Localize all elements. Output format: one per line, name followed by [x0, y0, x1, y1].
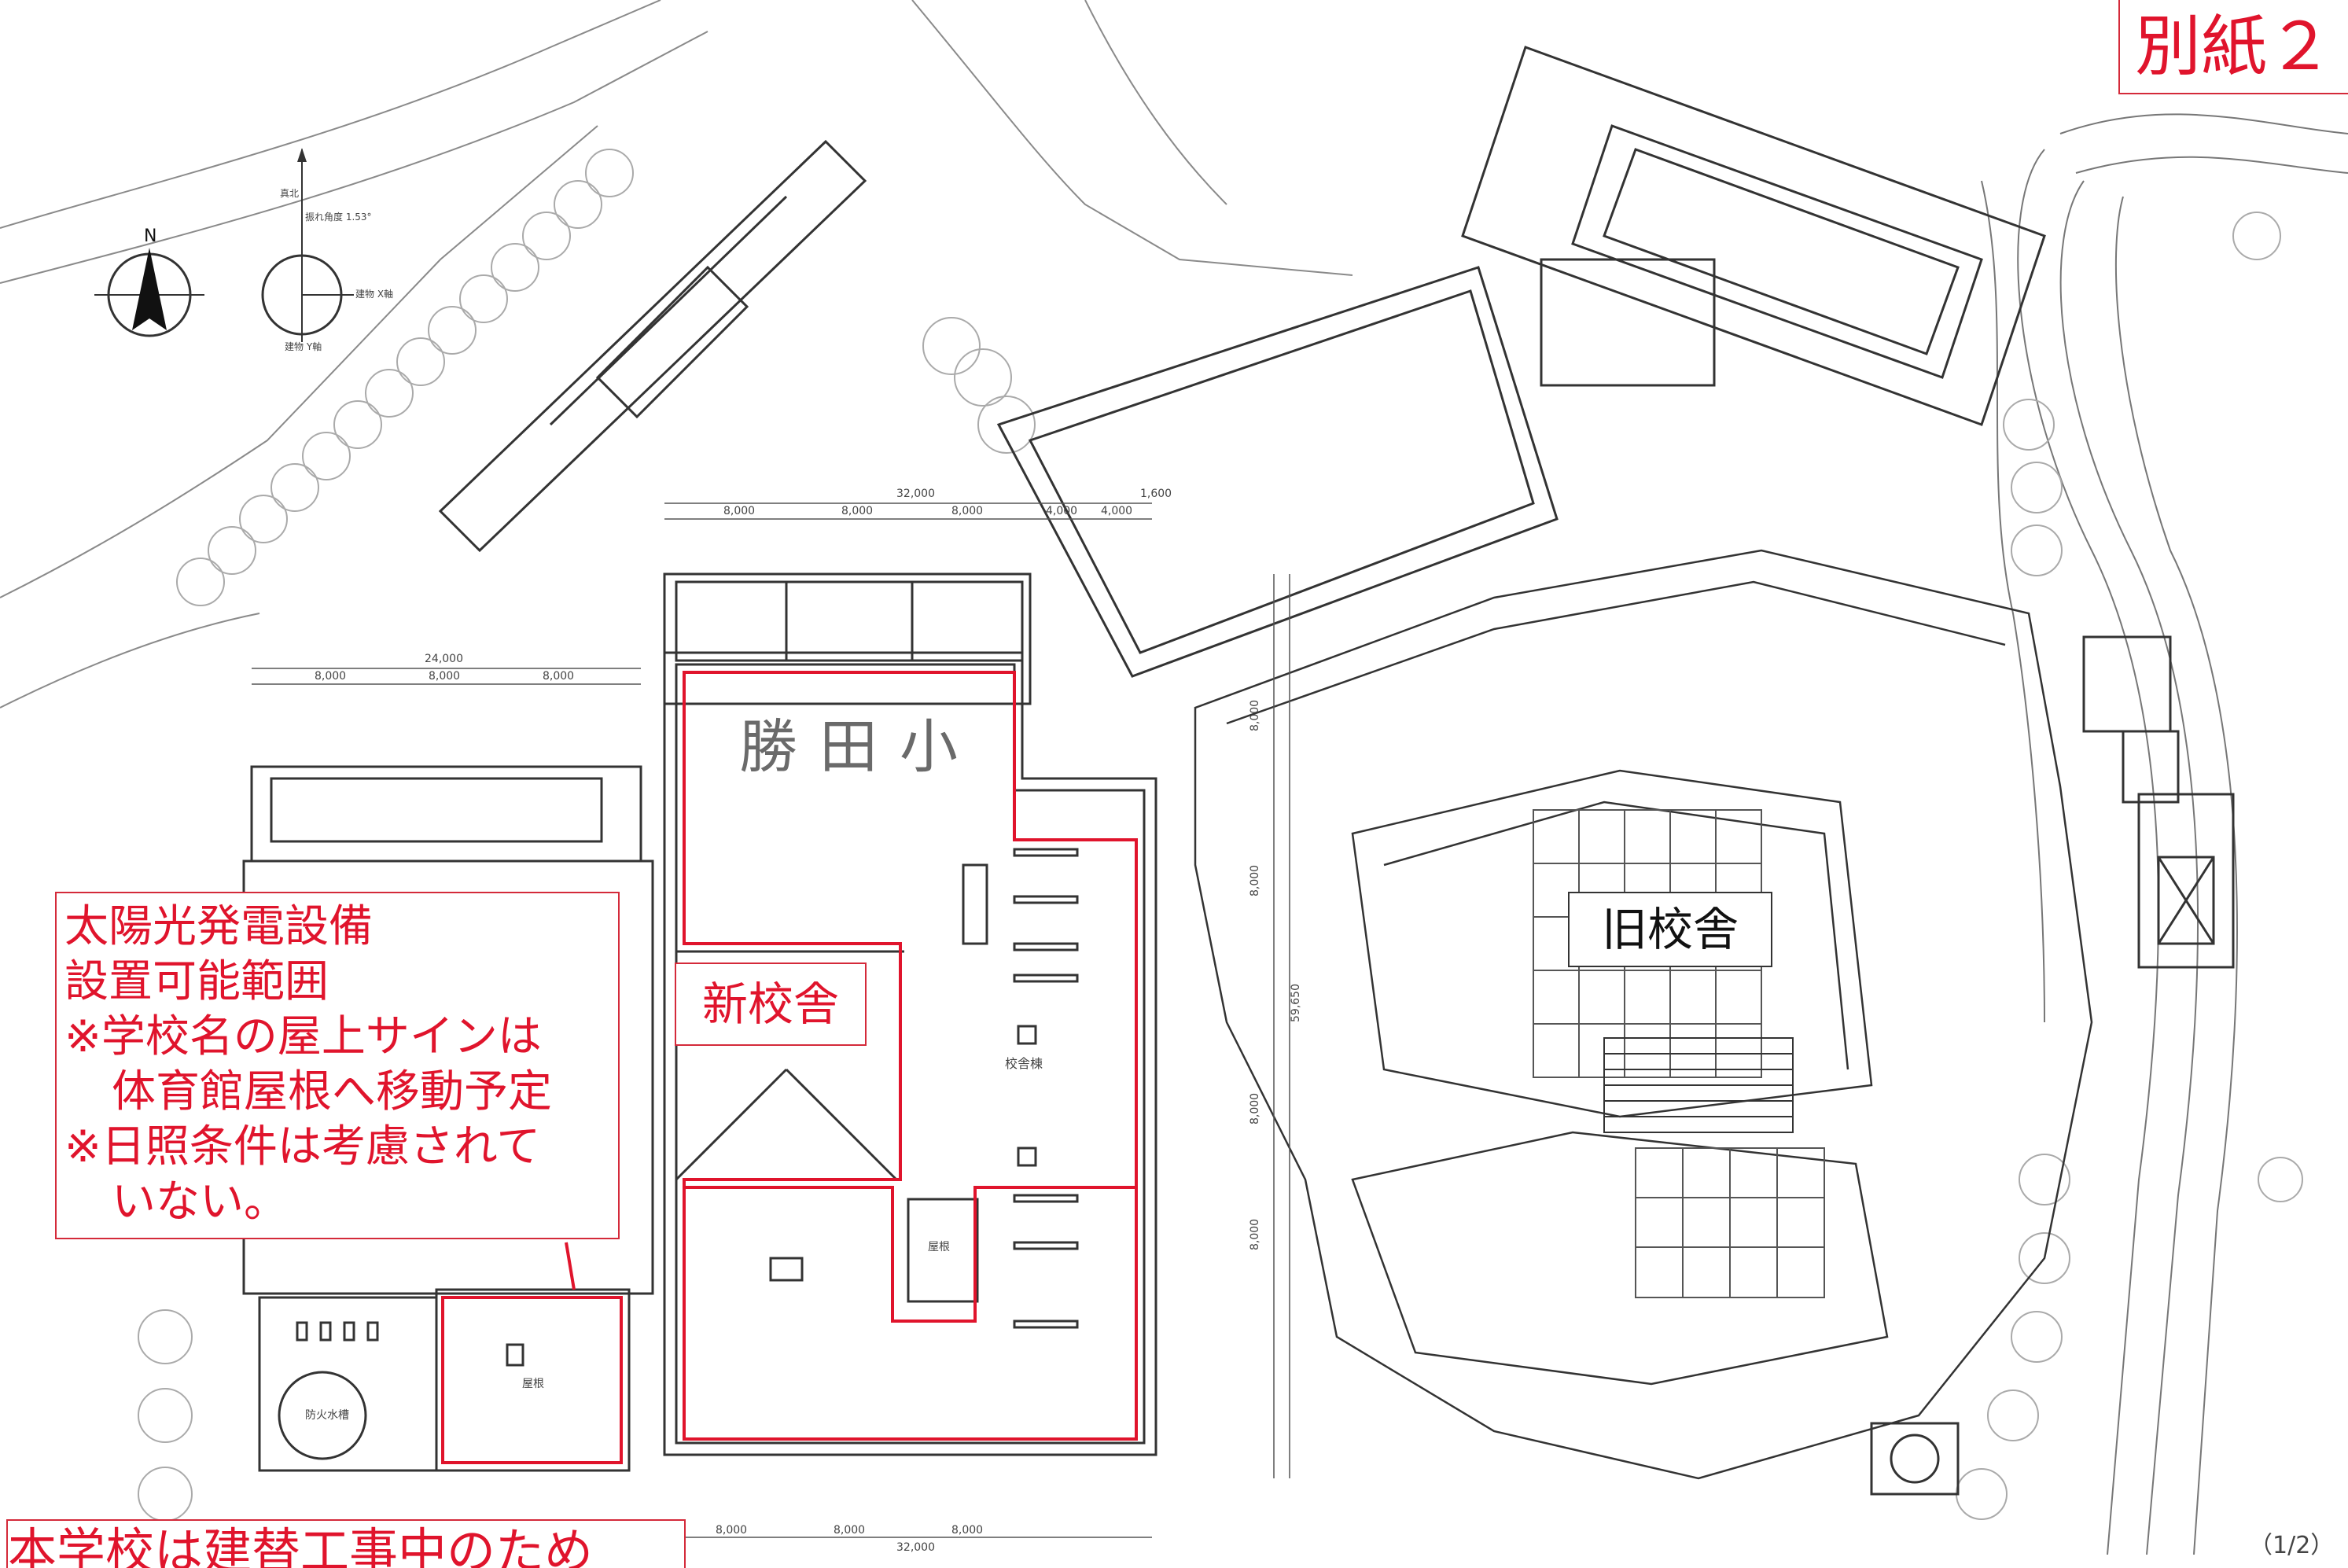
dim-top-span: 8,000: [723, 505, 755, 517]
trees: [138, 149, 2303, 1522]
label-roof-a: 屋根: [928, 1241, 950, 1253]
top-right-building: [1461, 46, 2046, 426]
dim-bottom-span: 8,000: [951, 1524, 983, 1537]
new-school-building: [663, 572, 1157, 1456]
dim-right-total: 59,650: [1290, 984, 1302, 1022]
stairs: [1603, 1037, 1794, 1133]
contour-lines: [0, 0, 1353, 709]
dim-right-span: 8,000: [1249, 700, 1261, 731]
label-roof-b: 屋根: [522, 1378, 544, 1390]
true-north-label: 真北: [280, 188, 299, 199]
diagonal-walkway: [438, 139, 867, 553]
dim-top-span: 4,000: [1046, 505, 1077, 517]
dim-left-total: 24,000: [425, 653, 463, 665]
old-building-label: 旧校舎: [1568, 892, 1772, 967]
notice-line: いない。: [112, 1176, 288, 1228]
dim-top-span: 8,000: [951, 505, 983, 517]
dim-left-span: 8,000: [543, 670, 574, 683]
dim-bottom-span: 8,000: [716, 1524, 747, 1537]
notice-line: ※学校名の屋上サインは: [64, 1011, 542, 1062]
dim-left-span: 8,000: [429, 670, 460, 683]
north-arrow-icon: N: [94, 226, 204, 337]
dimension-texts: 32,000 1,600 8,000 8,000 8,000 4,000 4,0…: [315, 488, 1302, 1554]
road: [1981, 113, 2348, 1555]
dim-top-extra: 1,600: [1140, 488, 1172, 500]
bottom-note: 本学校は建替工事中のため: [6, 1519, 686, 1568]
dim-right-span: 8,000: [1249, 1093, 1261, 1124]
sheet-label: 別紙２: [2118, 0, 2348, 94]
north-mark: N: [144, 226, 156, 246]
solar-installable-area: [441, 671, 1138, 1464]
west-building: [242, 765, 654, 1472]
dim-bottom-span: 8,000: [834, 1524, 865, 1537]
right-small-buildings: [1870, 635, 2235, 1496]
notice-line: 設置可能範囲: [64, 956, 329, 1007]
dim-left-span: 8,000: [315, 670, 346, 683]
page-number: （1/2）: [2249, 1532, 2335, 1559]
dim-right-span: 8,000: [1249, 865, 1261, 896]
dim-bottom-total: 32,000: [896, 1541, 935, 1554]
school-name: 勝田小: [739, 713, 980, 781]
dim-right-span: 8,000: [1249, 1219, 1261, 1250]
label-water-tank: 防火水槽: [305, 1409, 349, 1422]
notice-line: ※日照条件は考慮されて: [64, 1121, 541, 1172]
label-school-building: 校舎棟: [1005, 1056, 1043, 1071]
new-building-label: 新校舎: [675, 963, 867, 1046]
dim-top-total: 32,000: [896, 488, 935, 500]
notice-line: 体育館屋根へ移動予定: [112, 1066, 552, 1117]
notice-line: 太陽光発電設備: [64, 901, 373, 952]
deviation-label: 振れ角度 1.53°: [305, 211, 372, 223]
true-north-icon: 真北 振れ角度 1.53° 建物 X軸 建物 Y軸: [261, 148, 393, 352]
dimension-lines: [252, 502, 1290, 1538]
axis-x-label: 建物 X軸: [355, 289, 393, 300]
solar-notice-box: 太陽光発電設備 設置可能範囲 ※学校名の屋上サインは 体育館屋根へ移動予定 ※日…: [55, 892, 620, 1239]
gymnasium: [996, 266, 1559, 678]
dim-top-span: 4,000: [1101, 505, 1132, 517]
old-school-complex: [1194, 549, 2093, 1480]
dim-top-span: 8,000: [841, 505, 873, 517]
axis-y-label: 建物 Y軸: [285, 341, 322, 352]
room-labels: 校舎棟 屋根 屋根 防火水槽: [305, 1056, 1043, 1422]
